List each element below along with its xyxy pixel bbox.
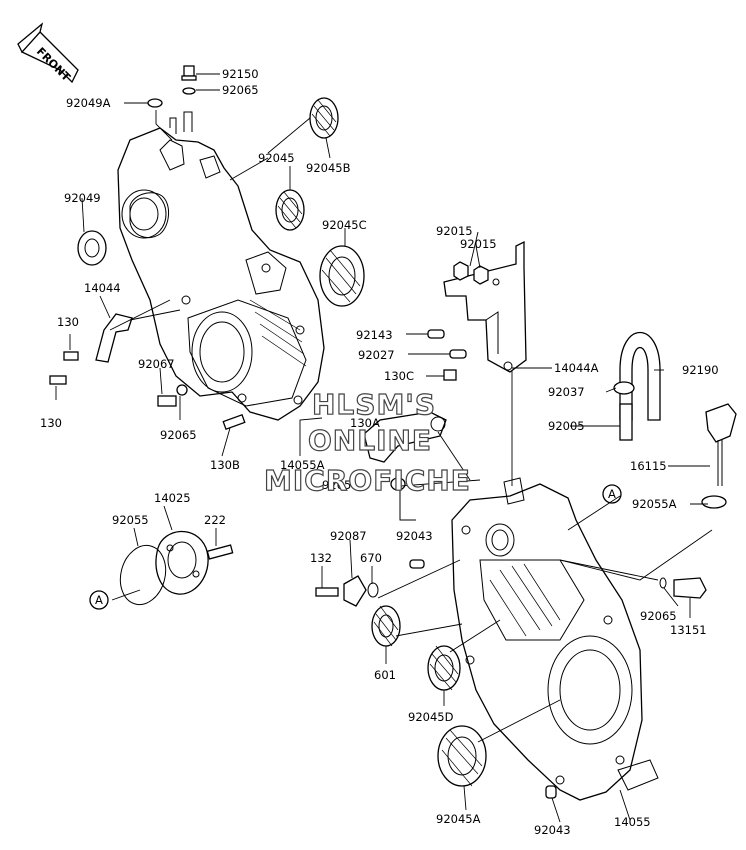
label-92065-b: 92065 — [160, 428, 197, 442]
label-13151: 13151 — [670, 623, 707, 637]
bearing-92045B — [309, 97, 339, 139]
dipstick-16115 — [701, 403, 737, 509]
label-92055A: 92055A — [632, 497, 677, 511]
svg-text:MICROFICHE: MICROFICHE — [264, 464, 471, 497]
bearing-601 — [371, 605, 401, 647]
label-14055A: 14055A — [280, 458, 325, 472]
callout-a-right: A — [602, 484, 622, 504]
label-92067: 92067 — [138, 357, 175, 371]
label-130A: 130A — [350, 416, 380, 430]
oil-seal-92049 — [77, 230, 107, 266]
label-92065-c: 92065 — [640, 609, 677, 623]
label-14044A: 14044A — [554, 361, 599, 375]
label-92045C: 92045C — [322, 218, 367, 232]
bracket-14044A — [427, 240, 527, 381]
lower-housing — [451, 477, 659, 801]
switch-13151 — [659, 577, 707, 599]
label-92065: 92065 — [222, 83, 259, 97]
label-92045A: 92045A — [436, 812, 481, 826]
part-labels: 92150 92065 92049A 92045 92045B 92049 92… — [40, 67, 719, 837]
label-92005: 92005 — [548, 419, 585, 433]
label-92015-a: 92015 — [436, 224, 473, 238]
label-130B: 130B — [210, 458, 240, 472]
cover-14025 — [155, 530, 209, 595]
label-92049: 92049 — [64, 191, 101, 205]
o-ring-92055 — [119, 544, 167, 606]
label-92143: 92143 — [356, 328, 393, 342]
label-92049A: 92049A — [66, 96, 111, 110]
label-92037: 92037 — [548, 385, 585, 399]
svg-text:A: A — [95, 593, 103, 607]
label-130-lower: 130 — [40, 416, 62, 430]
label-92043-lower: 92043 — [534, 823, 571, 837]
bearing-92045A — [437, 725, 487, 787]
svg-text:ONLINE: ONLINE — [308, 424, 432, 457]
label-92055: 92055 — [112, 513, 149, 527]
bolt-130B — [222, 413, 246, 431]
label-14044: 14044 — [84, 281, 121, 295]
upper-housing — [117, 111, 325, 421]
svg-text:A: A — [608, 487, 616, 501]
bracket-14044 — [49, 313, 133, 385]
label-92150: 92150 — [222, 67, 259, 81]
front-arrow-icon: FRONT — [17, 22, 79, 84]
svg-text:HLSM'S: HLSM'S — [312, 388, 436, 421]
label-92045: 92045 — [258, 151, 295, 165]
label-92015-b: 92015 — [460, 237, 497, 251]
label-92190: 92190 — [682, 363, 719, 377]
label-92051: 92051 — [322, 478, 359, 492]
bearing-92045 — [275, 189, 305, 231]
label-92087: 92087 — [330, 529, 367, 543]
label-130C: 130C — [384, 369, 414, 383]
bolt-132 — [315, 587, 339, 597]
label-16115: 16115 — [630, 459, 667, 473]
hose-92190 — [613, 331, 661, 441]
label-222: 222 — [204, 513, 226, 527]
label-670: 670 — [360, 551, 382, 565]
label-92045D: 92045D — [408, 710, 454, 724]
dowel-92043 — [409, 559, 557, 799]
leader-lines — [55, 73, 713, 823]
bearing-92045D — [427, 645, 461, 691]
washer-92049A — [147, 98, 163, 108]
watermark: HLSM'S ONLINE MICROFICHE — [263, 387, 471, 497]
label-14025: 14025 — [154, 491, 191, 505]
o-ring-670 — [367, 582, 379, 598]
nut-92051 — [390, 477, 406, 491]
callout-a-left: A — [89, 590, 109, 610]
bearing-92045C — [319, 245, 365, 307]
cover-92087 — [343, 575, 367, 607]
plug-92150 — [181, 65, 197, 95]
label-130-upper: 130 — [57, 315, 79, 329]
bolt-92067 — [157, 384, 188, 407]
label-92027: 92027 — [358, 348, 395, 362]
label-92045B: 92045B — [306, 161, 351, 175]
bolt-222 — [206, 544, 234, 560]
label-92043-upper: 92043 — [396, 529, 433, 543]
label-601: 601 — [374, 668, 396, 682]
label-132: 132 — [310, 551, 332, 565]
lever-14055A — [363, 411, 447, 463]
label-14055: 14055 — [614, 815, 651, 829]
